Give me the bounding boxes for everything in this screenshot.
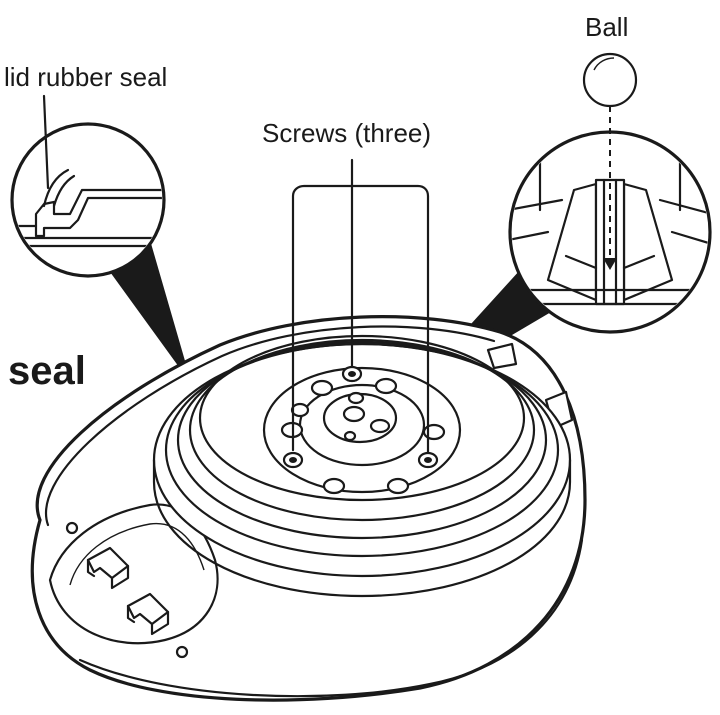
- label-seal: seal: [8, 349, 86, 393]
- screws: [282, 365, 439, 469]
- ball-drop-guide: [603, 106, 617, 270]
- screw-leader-lines: [291, 158, 430, 454]
- label-lid-rubber-seal: lid rubber seal: [4, 62, 167, 92]
- label-screws: Screws (three): [262, 118, 431, 148]
- ball: [582, 52, 638, 108]
- tray-clip-upper: [86, 546, 130, 590]
- center-hub: [262, 366, 462, 494]
- label-ball: Ball: [585, 12, 628, 42]
- lid-seal-leader: [42, 94, 50, 190]
- lid-seal-detail-circle: [10, 122, 166, 278]
- left-callout-pointer: [105, 240, 192, 385]
- tray-clip-lower: [126, 592, 170, 636]
